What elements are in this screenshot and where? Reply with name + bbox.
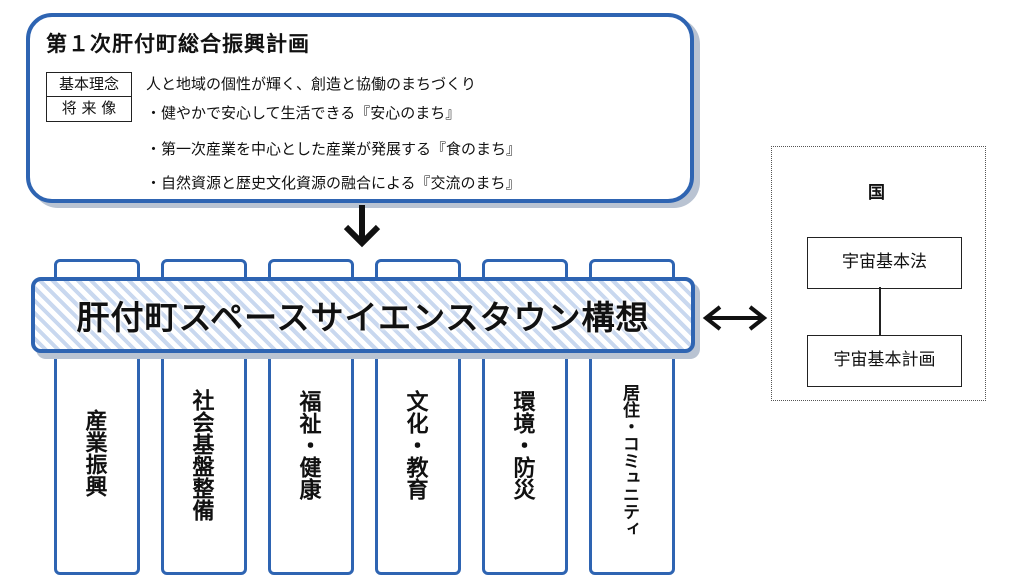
national-title: 国 <box>868 183 885 203</box>
plan-line-philosophy: 人と地域の個性が輝く、創造と協働のまちづくり <box>146 75 477 93</box>
connector-line <box>879 287 881 335</box>
bidirectional-arrow-icon <box>702 305 768 331</box>
banner-title: 肝付町スペースサイエンスタウン構想 <box>76 298 650 337</box>
pillar-label: 居住・コミュニティ <box>619 383 639 537</box>
pillar-label: 環境・防災 <box>509 390 535 500</box>
banner: 肝付町スペースサイエンスタウン構想 <box>31 277 695 353</box>
pillar-label: 文化・教育 <box>402 390 428 500</box>
plan-line-vision-1: ・健やかで安心して生活できる『安心のまち』 <box>146 104 461 122</box>
down-arrow-icon <box>343 205 381 248</box>
plan-title: 第１次肝付町総合振興計画 <box>46 32 310 56</box>
plan-line-vision-3: ・自然資源と歴史文化資源の融合による『交流のまち』 <box>146 174 521 192</box>
tag-basic-philosophy: 基本理念 <box>46 72 132 98</box>
plan-line-vision-2: ・第一次産業を中心とした産業が発展する『食のまち』 <box>146 140 522 158</box>
space-basic-plan: 宇宙基本計画 <box>807 335 962 387</box>
plan-box <box>26 13 694 203</box>
pillar-label: 産業振興 <box>81 409 107 497</box>
tag-future-vision: 将 来 像 <box>46 96 132 122</box>
pillar-label: 社会基盤整備 <box>188 389 214 521</box>
pillar-label: 福祉・健康 <box>295 390 321 500</box>
space-basic-law: 宇宙基本法 <box>807 237 962 289</box>
